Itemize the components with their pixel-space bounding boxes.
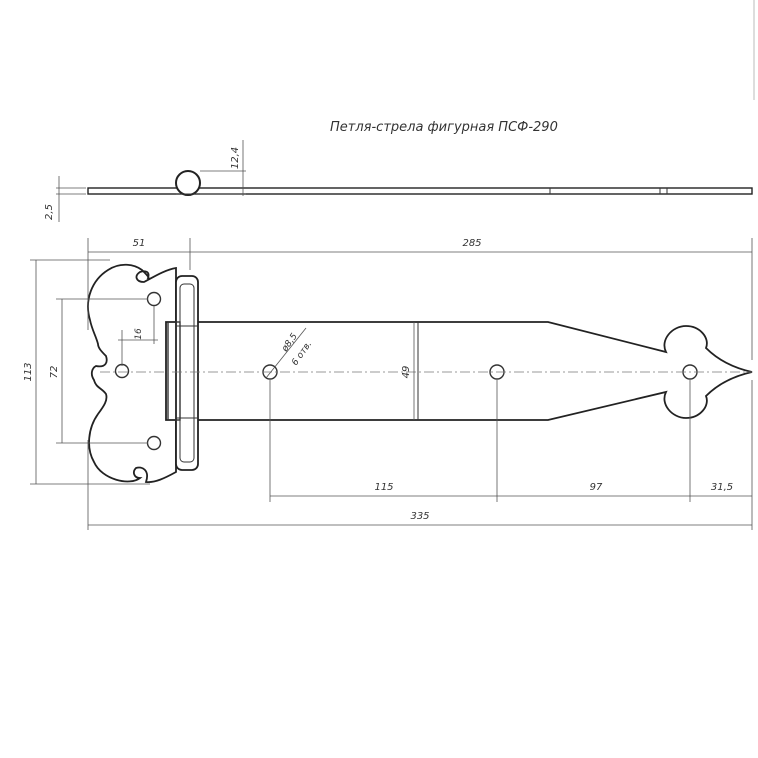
dim-overall-length: 335	[410, 511, 429, 522]
side-view: 12,4 2,5	[44, 140, 753, 222]
drawing-title: Петля-стрела фигурная ПСФ-290	[330, 120, 558, 135]
knuckle-plate	[167, 321, 181, 421]
dim-total-height: 113	[23, 362, 34, 381]
front-dimensions: 51 285 113 72 16 ø8,5 6 отв. 49 115 97 3…	[23, 238, 753, 530]
dim-distance-1: 115	[374, 482, 393, 493]
hinge-knuckle	[175, 275, 199, 471]
front-view	[87, 263, 753, 484]
dim-distance-2: 97	[590, 482, 603, 493]
dim-leaf-width: 51	[133, 238, 146, 249]
dim-strap-length: 285	[462, 238, 481, 249]
dim-side-thickness: 2,5	[44, 204, 55, 220]
dim-hole-spacing: 72	[49, 366, 60, 379]
dim-hole-offset: 16	[134, 328, 144, 340]
dim-side-height: 12,4	[230, 147, 241, 169]
dim-distance-3: 31,5	[711, 482, 733, 493]
decorative-leaf	[87, 263, 177, 484]
side-view-strap	[87, 187, 753, 195]
dim-strap-width: 49	[401, 366, 412, 379]
arrow-strap	[165, 321, 753, 421]
side-view-knuckle	[175, 170, 201, 196]
